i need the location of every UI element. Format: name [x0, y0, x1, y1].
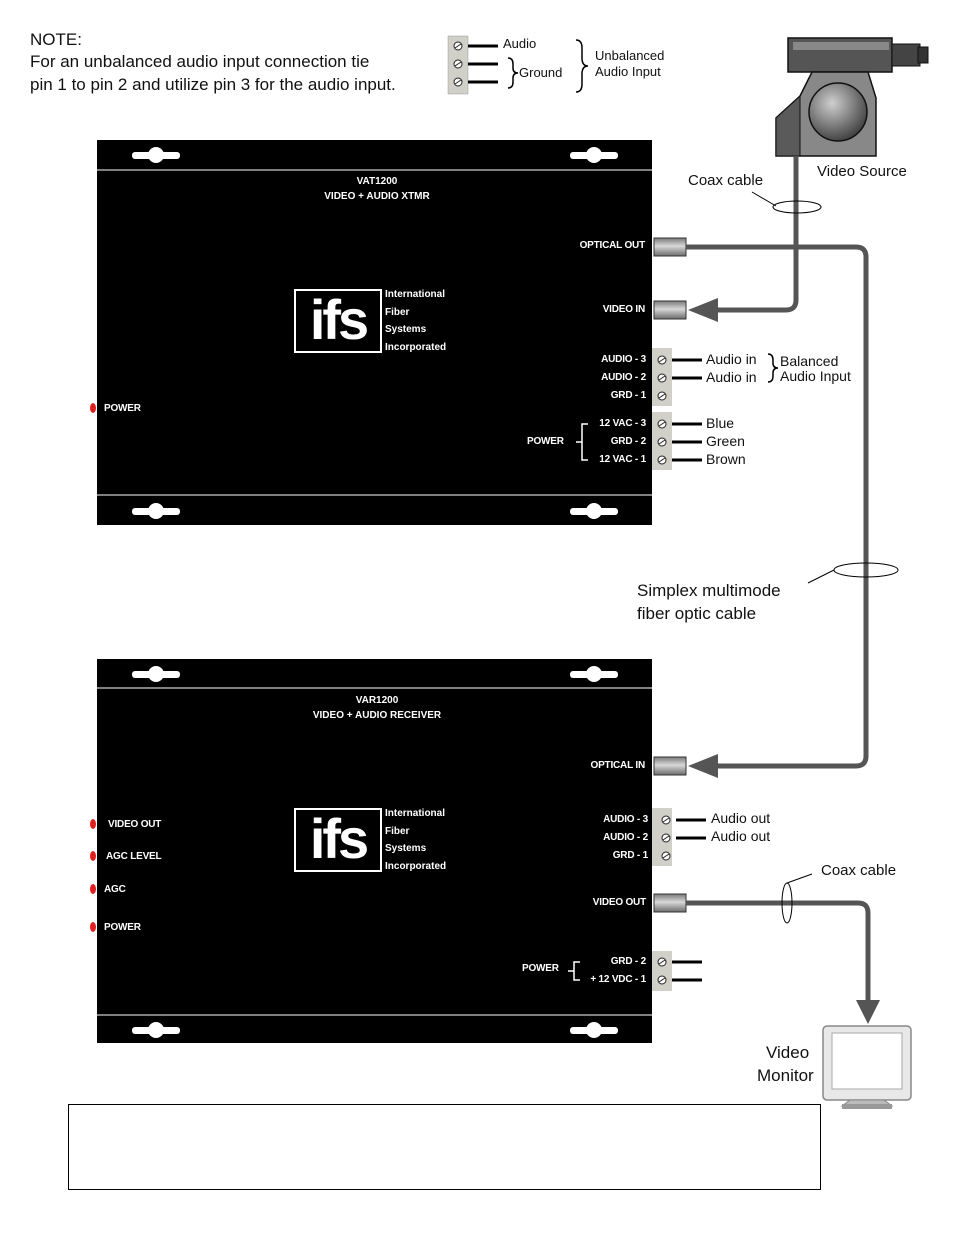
- receiver-unit: [90, 659, 687, 1043]
- tx-power-group-label: POWER: [527, 436, 564, 447]
- rx-led-video-out: VIDEO OUT: [108, 819, 162, 830]
- company-line-2: Fiber: [385, 306, 410, 318]
- coax-cable-bottom-label: Coax cable: [821, 862, 897, 879]
- rx-power-group-label: POWER: [522, 963, 559, 974]
- rx-wires: [672, 818, 706, 982]
- audio-out-label-1: Audio out: [711, 810, 771, 826]
- note-line-2: pin 1 to pin 2 and utilize pin 3 for the…: [30, 75, 396, 94]
- tx-optical-out-label: OPTICAL OUT: [579, 240, 646, 251]
- monitor-label-line-1: Video: [766, 1043, 810, 1062]
- transmitter-model: VAT1200: [356, 176, 398, 187]
- rx-audio-pin-1: GRD - 1: [612, 850, 648, 861]
- cable-arrows: [688, 298, 880, 1024]
- transmitter-logo: ifs: [294, 289, 382, 353]
- rx-video-out-label: VIDEO OUT: [592, 897, 646, 908]
- tx-audio-pin-1: GRD - 1: [610, 390, 646, 401]
- receiver-logo: ifs: [294, 808, 382, 872]
- receiver-model: VAR1200: [355, 695, 399, 706]
- audio-in-label-2: Audio in: [706, 369, 757, 385]
- tx-power-pin-1: 12 VAC - 1: [599, 454, 646, 465]
- company-line-3: Systems: [385, 843, 427, 854]
- video-camera-icon: [775, 37, 929, 157]
- rx-power-pin-2: GRD - 2: [610, 956, 646, 967]
- rx-led-agc-level: AGC LEVEL: [106, 851, 162, 862]
- coax-cable-top-label: Coax cable: [688, 172, 764, 189]
- balanced-label: Balanced: [780, 353, 839, 369]
- wire-green-label: Green: [706, 433, 745, 449]
- transmitter-description: VIDEO + AUDIO XTMR: [324, 191, 430, 202]
- legend-ground: Ground: [519, 65, 563, 80]
- legend-audio: Audio: [503, 36, 537, 51]
- rx-led-power: POWER: [104, 922, 141, 933]
- wire-blue-label: Blue: [706, 415, 735, 431]
- wire-brown-label: Brown: [706, 451, 746, 467]
- tx-power-pin-2: GRD - 2: [610, 436, 646, 447]
- note-line-1: For an unbalanced audio input connection…: [30, 52, 370, 71]
- transmitter-unit: [90, 140, 687, 525]
- company-line-3: Systems: [385, 324, 427, 335]
- receiver-description: VIDEO + AUDIO RECEIVER: [312, 710, 442, 721]
- tx-power-led-label: POWER: [104, 403, 141, 414]
- receiver-company: International Fiber Systems Incorporated: [385, 805, 446, 875]
- legend-unbalanced: Unbalanced: [595, 48, 665, 63]
- tx-power-pin-3: 12 VAC - 3: [599, 418, 646, 429]
- legend-audio-input: Audio Input: [595, 64, 661, 79]
- tx-video-in-label: VIDEO IN: [602, 304, 645, 315]
- company-line-2: Fiber: [385, 825, 410, 837]
- tx-audio-pin-3: AUDIO - 3: [601, 354, 646, 365]
- video-monitor-icon: [822, 1025, 912, 1109]
- footer-box: [68, 1104, 821, 1190]
- company-line-1: International: [385, 289, 446, 300]
- rx-audio-pin-3: AUDIO - 3: [603, 814, 648, 825]
- note-title: NOTE:: [30, 30, 82, 49]
- rx-optical-in-label: OPTICAL IN: [590, 760, 646, 771]
- tx-wires: [672, 358, 702, 462]
- audio-out-label-2: Audio out: [711, 828, 771, 844]
- company-line-4: Incorporated: [385, 341, 447, 353]
- power-led: [90, 403, 96, 413]
- cable-callouts: [751, 191, 899, 924]
- rx-power-pin-1: + 12 VDC - 1: [590, 974, 646, 985]
- company-line-1: International: [385, 808, 446, 819]
- balanced-audio-input-label: Audio Input: [780, 368, 851, 384]
- cables: [686, 156, 871, 1000]
- monitor-label-line-2: Monitor: [757, 1066, 814, 1085]
- rx-led-agc: AGC: [104, 884, 126, 895]
- audio-in-label-1: Audio in: [706, 351, 757, 367]
- video-source-label: Video Source: [817, 163, 907, 180]
- fiber-label-line-2: fiber optic cable: [637, 604, 757, 623]
- transmitter-company: International Fiber Systems Incorporated: [385, 286, 446, 356]
- tx-audio-pin-2: AUDIO - 2: [601, 372, 646, 383]
- fiber-label-line-1: Simplex multimode: [637, 581, 781, 600]
- unbalanced-terminal-block: [447, 35, 589, 95]
- rx-audio-pin-2: AUDIO - 2: [603, 832, 648, 843]
- company-line-4: Incorporated: [385, 860, 447, 872]
